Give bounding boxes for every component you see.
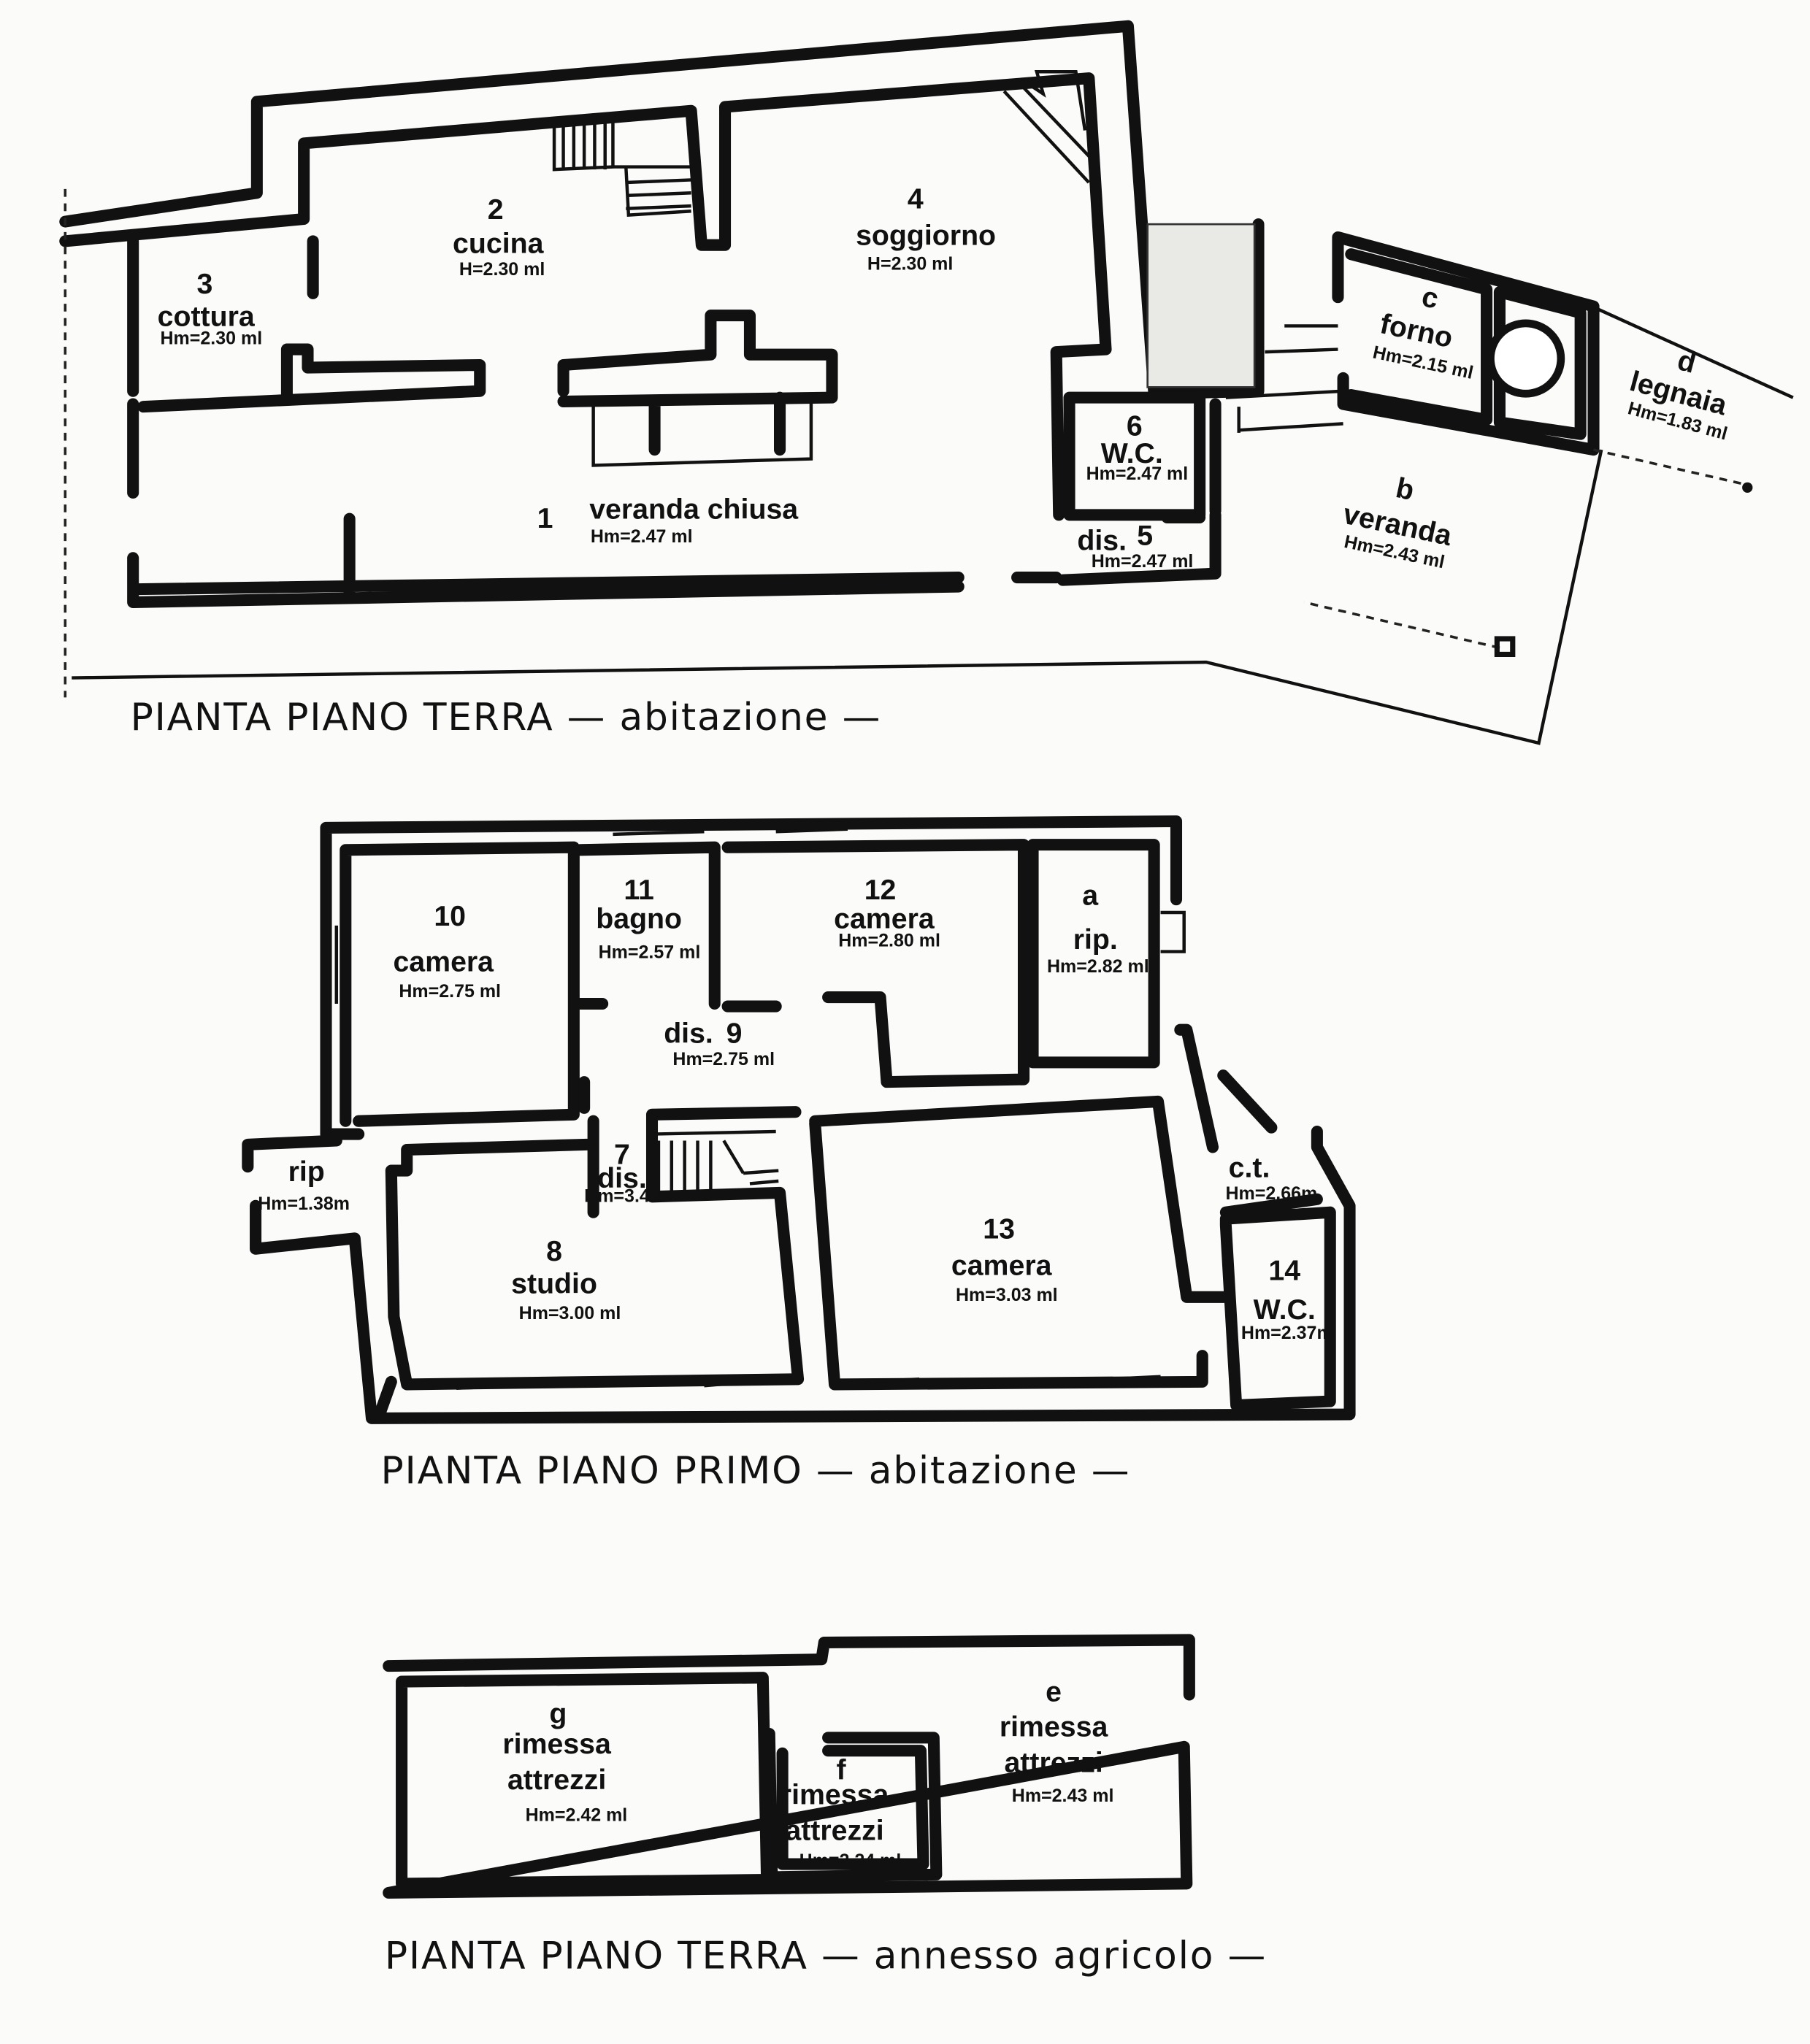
room-number: 4: [908, 183, 924, 215]
annex-plan: g rimessa attrezzi Hm=2.42 ml f rimessa at…: [383, 1634, 1267, 1978]
room-height: Hm=3.00 ml: [519, 1303, 621, 1323]
room-height: Hm=2.75 ml: [672, 1049, 775, 1069]
studio-walls: [385, 1106, 805, 1391]
room-height: Hm=2.75 ml: [399, 981, 501, 1002]
windows: [334, 827, 1186, 1391]
room-height: Hm=2.42 ml: [526, 1805, 628, 1826]
room-number: e: [1046, 1675, 1062, 1707]
room-name: camera: [951, 1249, 1053, 1281]
room-name: dis.: [664, 1018, 713, 1050]
room-name: W.C.: [1101, 437, 1163, 469]
room-number: 3: [196, 268, 212, 300]
room-height: Hm=2.57 ml: [599, 942, 701, 963]
outer-wall: [242, 815, 1356, 1424]
room-name: rip: [288, 1156, 325, 1188]
veranda-dashed: [64, 188, 1748, 698]
interior-walls: [574, 839, 1160, 1218]
first-floor-plan: 10 camera Hm=2.75 ml 11 bagno Hm=2.57 ml…: [242, 815, 1356, 1493]
camera13-walls: [809, 1023, 1336, 1412]
room-height: Hm=2.82 ml: [1047, 956, 1149, 977]
room-number: a: [1082, 879, 1099, 911]
outer-wall: [59, 20, 1265, 521]
room-height: Hm=2.30 ml: [160, 328, 262, 348]
room-number: 8: [546, 1235, 562, 1267]
room-number: 12: [864, 874, 897, 906]
room-name: dis.: [1077, 525, 1127, 557]
room-height: Hm=2.47 ml: [1086, 464, 1189, 484]
room-name: rimessa attrezzi: [1000, 1711, 1109, 1779]
room-number: 1: [537, 502, 553, 534]
room-number: 6: [1127, 410, 1143, 442]
room-name: bagno: [596, 902, 682, 934]
room-name-line: attrezzi: [785, 1815, 883, 1847]
plan-title: PIANTA PIANO TERRA — annesso agricolo —: [385, 1934, 1267, 1978]
outer-wall: [383, 1634, 1195, 1899]
room-name: camera: [393, 945, 494, 977]
room-name: dis.: [597, 1162, 647, 1194]
pillar-dot: [1742, 482, 1753, 493]
oven: [1487, 319, 1565, 398]
room-name: veranda chiusa: [589, 493, 799, 526]
room-number: d: [1674, 344, 1700, 380]
room-name: cottura: [158, 300, 256, 332]
site-boundary: [72, 307, 1794, 745]
room-height: H=2.30 ml: [867, 254, 953, 274]
room-number: f: [836, 1754, 846, 1786]
stair: [651, 1129, 779, 1193]
room-number: b: [1393, 472, 1417, 507]
room-height: Hm=2.47 ml: [1092, 551, 1194, 572]
room-height: Hm=2.37m: [1241, 1323, 1333, 1343]
front-wall: [127, 512, 1062, 609]
ground-floor-plan: 2 cucina H=2.30 ml 3 cottura Hm=2.30 ml …: [59, 20, 1794, 745]
room-name: camera: [834, 902, 935, 934]
room-name-line: rimessa: [502, 1728, 612, 1760]
room-name: rimessa attrezzi: [781, 1778, 890, 1846]
room-height: H=2.30 ml: [459, 259, 545, 280]
pillar: [1494, 636, 1516, 658]
room-number: 9: [726, 1018, 743, 1050]
interior-walls: [127, 235, 838, 499]
room-height: Hm=2.80 ml: [838, 930, 940, 950]
room-name: cucina: [453, 227, 545, 259]
room-number: 11: [624, 874, 654, 906]
room-name: soggiorno: [856, 220, 996, 252]
room-number: 10: [434, 900, 466, 932]
room-name: W.C.: [1254, 1294, 1316, 1326]
room-height: Hm=2.24 ml: [799, 1851, 902, 1871]
diagonal-fireplace: [1002, 69, 1097, 184]
room-number: 13: [983, 1213, 1015, 1245]
steps: [1225, 324, 1343, 433]
room-name: rimessa attrezzi: [502, 1728, 612, 1796]
room-name-line: rimessa: [781, 1778, 890, 1810]
room-height: Hm=2.43 ml: [1012, 1786, 1114, 1806]
room-name-line: rimessa: [1000, 1711, 1109, 1743]
room-number: c: [1419, 280, 1441, 315]
stair: [552, 117, 691, 218]
room-name: c.t.: [1229, 1152, 1270, 1184]
room-number: 14: [1268, 1255, 1300, 1287]
terrace-hatch: [1146, 223, 1256, 388]
room-name-line: attrezzi: [1004, 1747, 1103, 1779]
room-name: rip.: [1073, 923, 1118, 956]
wc-walls: [1057, 391, 1222, 586]
room-height: Hm=3.40: [584, 1186, 660, 1206]
chimney-block: [591, 397, 813, 467]
room-name: studio: [511, 1267, 597, 1299]
room-number: g: [549, 1698, 567, 1730]
room-number: 7: [614, 1139, 630, 1171]
room-height: Hm=2.47 ml: [591, 526, 693, 547]
room-height: Hm=3.03 ml: [956, 1285, 1058, 1305]
room-number: 5: [1137, 519, 1153, 551]
room-height: Hm=1.38m: [258, 1194, 350, 1214]
plan-title: PIANTA PIANO TERRA — abitazione —: [131, 696, 882, 739]
room-number: 2: [488, 193, 504, 226]
plan-title: PIANTA PIANO PRIMO — abitazione —: [381, 1449, 1131, 1493]
room-height: Hm=2.66m: [1225, 1183, 1317, 1204]
room-name-line: attrezzi: [507, 1764, 606, 1796]
